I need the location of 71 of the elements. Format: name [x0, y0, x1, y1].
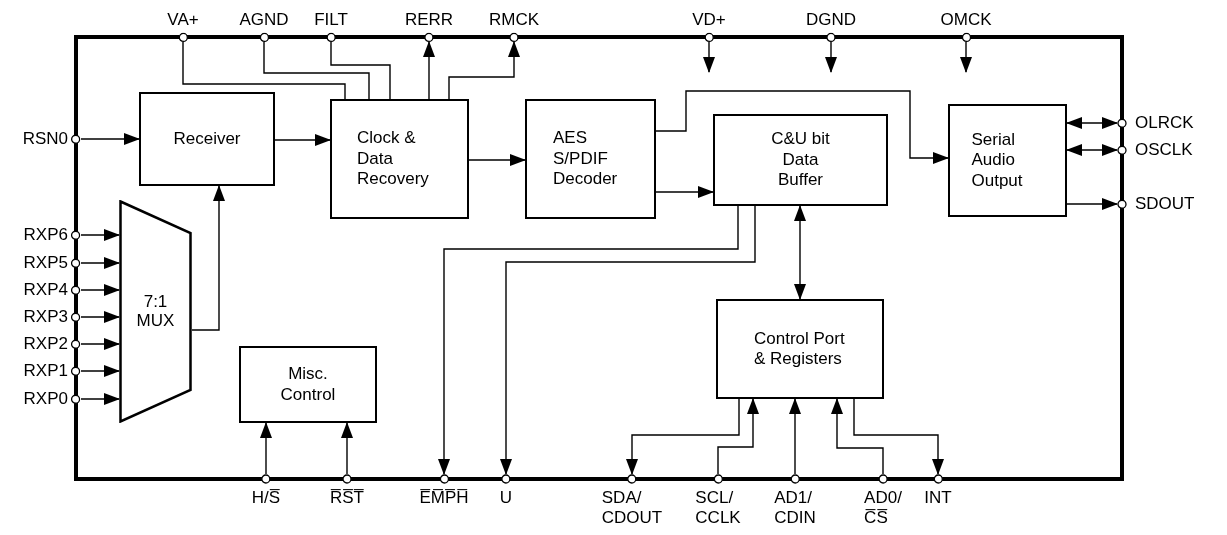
arrow: [717, 398, 759, 475]
function-block: Clock & Data Recovery: [330, 99, 469, 219]
pin-terminal: AD1/ CDIN: [774, 474, 816, 528]
pin-terminal: H/S̅: [251, 474, 281, 508]
pin-terminal: DGND: [805, 10, 857, 42]
pin-terminal: VD+: [692, 10, 726, 42]
arrow: [853, 398, 944, 475]
arrow: [1066, 144, 1118, 156]
pin-terminal: AD0/ C̅S̅: [864, 474, 902, 528]
arrow: [80, 365, 120, 377]
function-block: C&U bit Data Buffer: [713, 114, 888, 206]
pin-terminal: E̅M̅P̅H̅: [419, 474, 469, 508]
arrow: [80, 393, 120, 405]
pin-terminal: RERR: [404, 10, 454, 42]
arrow: [80, 284, 120, 296]
pin-terminal: RXP1: [23, 361, 81, 381]
pin-terminal: INT: [924, 474, 952, 508]
pin-terminal: FILT: [314, 10, 348, 42]
arrow: [655, 90, 949, 164]
arrow: [80, 311, 120, 323]
arrow: [274, 134, 331, 146]
arrow: [960, 41, 972, 73]
arrow: [825, 41, 837, 73]
arrow: [468, 154, 526, 166]
pin-terminal: RSN0: [22, 129, 81, 149]
pin-terminal: OLRCK: [1117, 113, 1194, 133]
function-block: Control Port & Registers: [716, 299, 884, 399]
pin-terminal: RXP0: [23, 389, 81, 409]
pin-terminal: OSCLK: [1117, 140, 1193, 160]
arrow: [1066, 117, 1118, 129]
pin-terminal: RMCK: [488, 10, 540, 42]
function-block: AES S/PDIF Decoder: [525, 99, 656, 219]
pin-terminal: RXP5: [23, 253, 81, 273]
arrow: [1066, 198, 1118, 210]
pin-terminal: SCL/ CCLK: [695, 474, 741, 528]
connector-line: [263, 41, 370, 100]
arrow: [423, 41, 435, 100]
function-block: Serial Audio Output: [948, 104, 1067, 217]
arrow: [448, 41, 520, 100]
connector-line: [182, 41, 346, 100]
multiplexer-trapezoid: 7:1 MUX: [119, 200, 192, 423]
arrow: [80, 257, 120, 269]
pin-terminal: RXP4: [23, 280, 81, 300]
arrow: [438, 205, 739, 475]
pin-terminal: U: [499, 474, 513, 508]
pin-terminal: R̅S̅T̅: [330, 474, 364, 508]
arrow: [703, 41, 715, 73]
pin-terminal: VA+: [167, 10, 199, 42]
arrow: [80, 229, 120, 241]
arrow: [789, 398, 801, 475]
arrow: [831, 398, 884, 475]
arrow: [500, 205, 756, 475]
arrow: [626, 398, 740, 475]
function-block: Misc. Control: [239, 346, 377, 423]
chip-outline: [74, 35, 1124, 481]
arrow: [341, 422, 353, 475]
function-block: Receiver: [139, 92, 275, 186]
pin-terminal: RXP6: [23, 225, 81, 245]
pin-terminal: SDOUT: [1117, 194, 1195, 214]
arrow: [794, 205, 806, 300]
arrow: [191, 185, 225, 331]
arrow: [260, 422, 272, 475]
pin-terminal: AGND: [239, 10, 289, 42]
pin-terminal: RXP3: [23, 307, 81, 327]
arrow: [655, 186, 714, 198]
arrow: [80, 338, 120, 350]
arrow: [80, 133, 140, 145]
pin-terminal: RXP2: [23, 334, 81, 354]
pin-terminal: SDA/ CDOUT: [601, 474, 663, 528]
pin-terminal: OMCK: [940, 10, 992, 42]
connector-line: [330, 41, 391, 100]
